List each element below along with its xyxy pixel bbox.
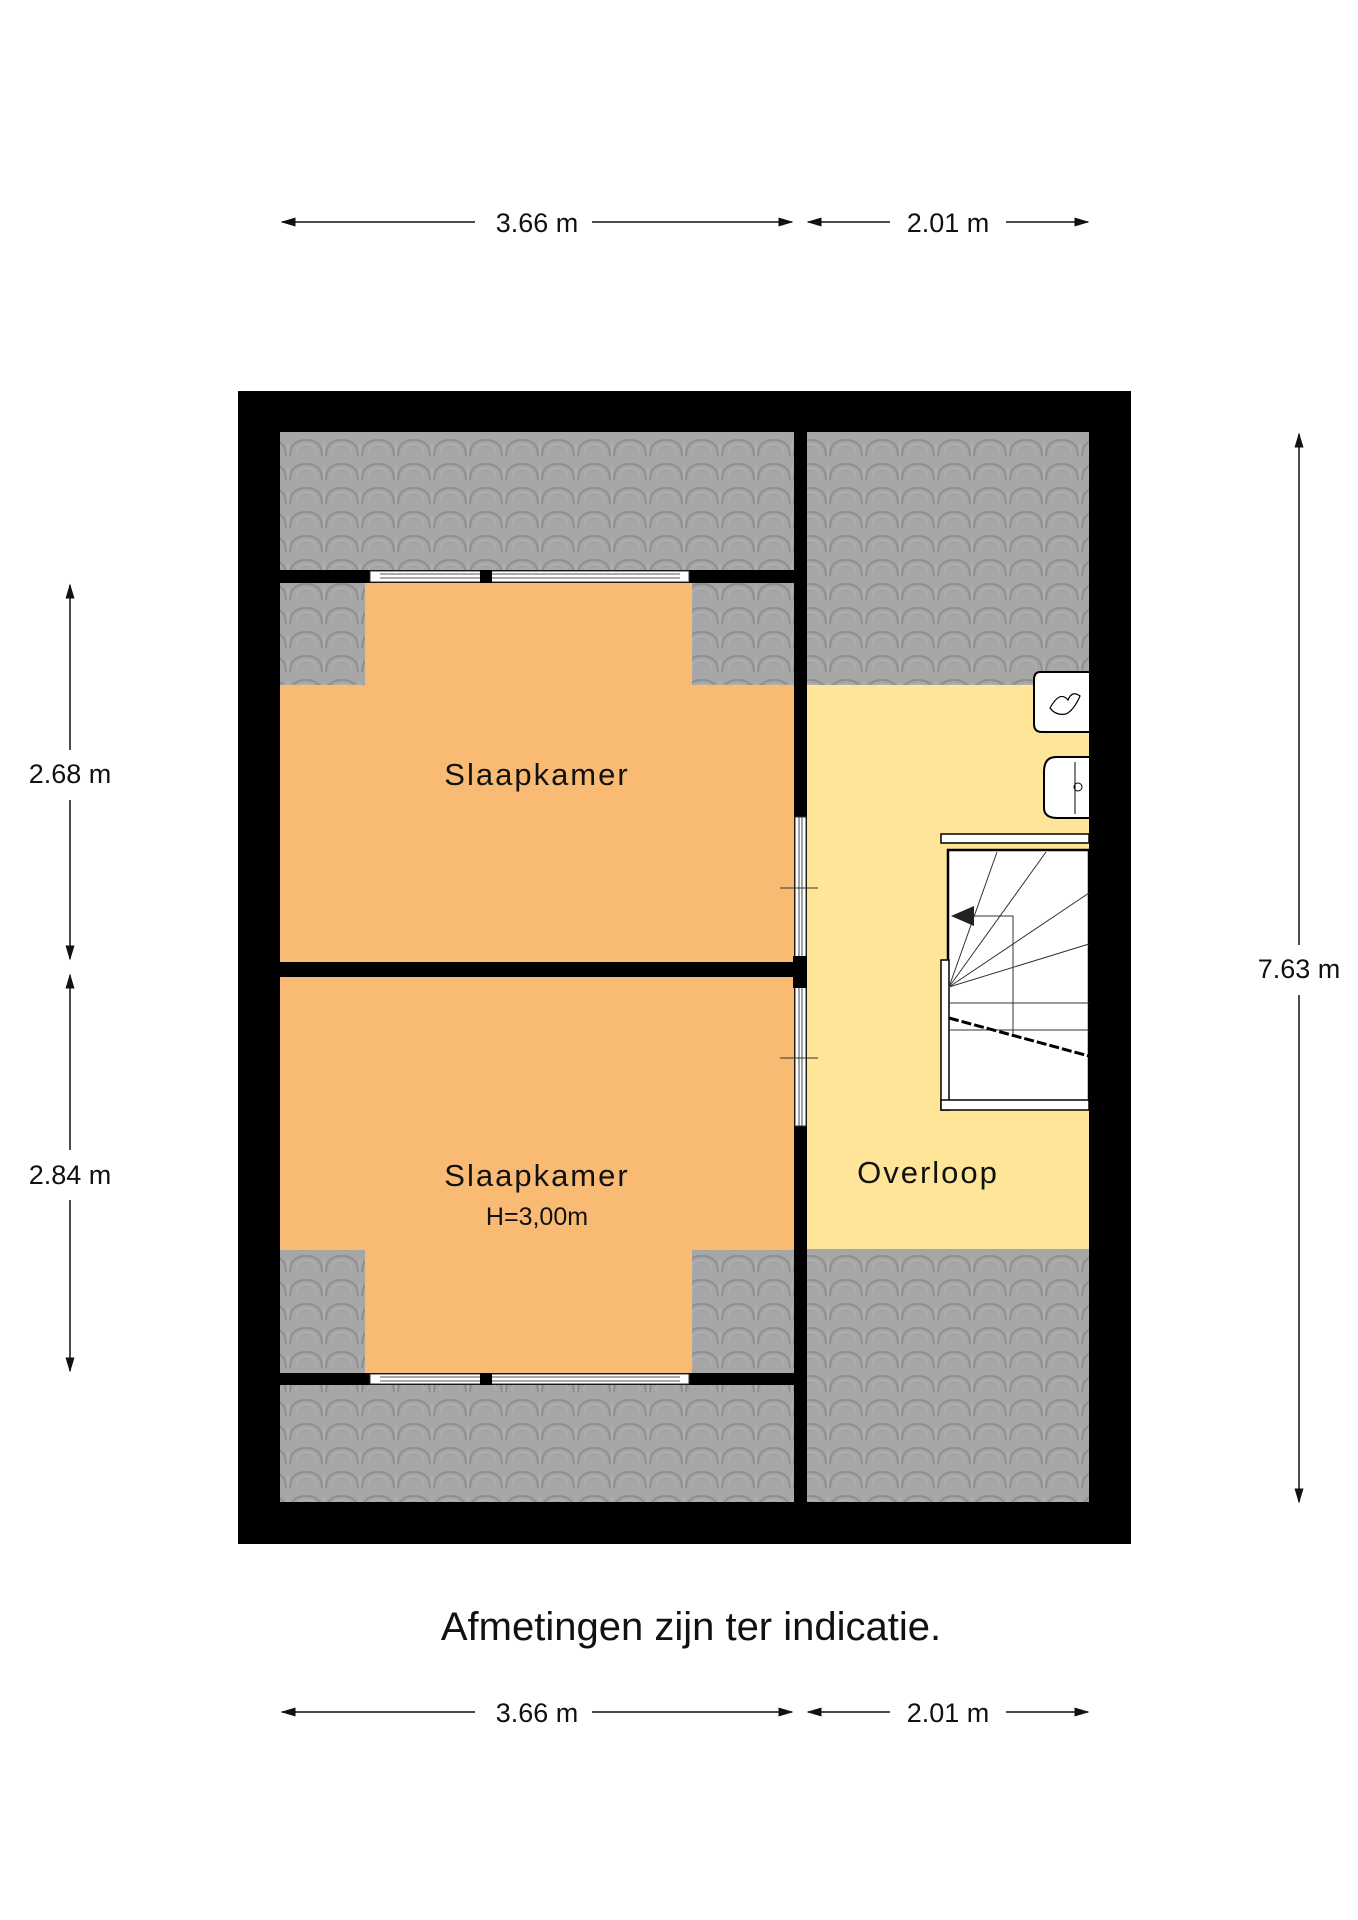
bedroom-upper [280,583,794,962]
dim-left-upper: 2.68 m [29,759,112,789]
dim-right-total: 7.63 m [1258,954,1341,984]
room-label-bedroom-upper: Slaapkamer [444,757,629,792]
ceiling-height-label: H=3,00m [486,1203,588,1231]
stair-direction-arrow-icon [951,906,974,926]
room-label-bedroom-lower: Slaapkamer [444,1158,629,1193]
bedroom-lower [280,977,794,1373]
dimension-bottom: 3.66 m 2.01 m [280,1698,1090,1728]
disclaimer-note: Afmetingen zijn ter indicatie. [441,1605,941,1649]
dim-top-left: 3.66 m [496,208,579,238]
dimension-top: 3.66 m 2.01 m [280,208,1090,238]
window-top [369,570,690,583]
sink-icon [1043,756,1089,819]
window-bottom [369,1373,690,1385]
dim-bottom-right: 2.01 m [907,1698,990,1728]
boiler-icon [1033,671,1089,733]
bedroom-divider-wall [280,962,807,977]
dim-left-lower: 2.84 m [29,1160,112,1190]
dim-bottom-left: 3.66 m [496,1698,579,1728]
dimension-left: 2.68 m 2.84 m [29,583,112,1373]
glass-partition [780,816,818,1127]
dim-top-right: 2.01 m [907,208,990,238]
staircase [940,833,1091,1111]
dimension-right: 7.63 m [1258,432,1341,1504]
room-label-landing: Overloop [857,1155,999,1190]
